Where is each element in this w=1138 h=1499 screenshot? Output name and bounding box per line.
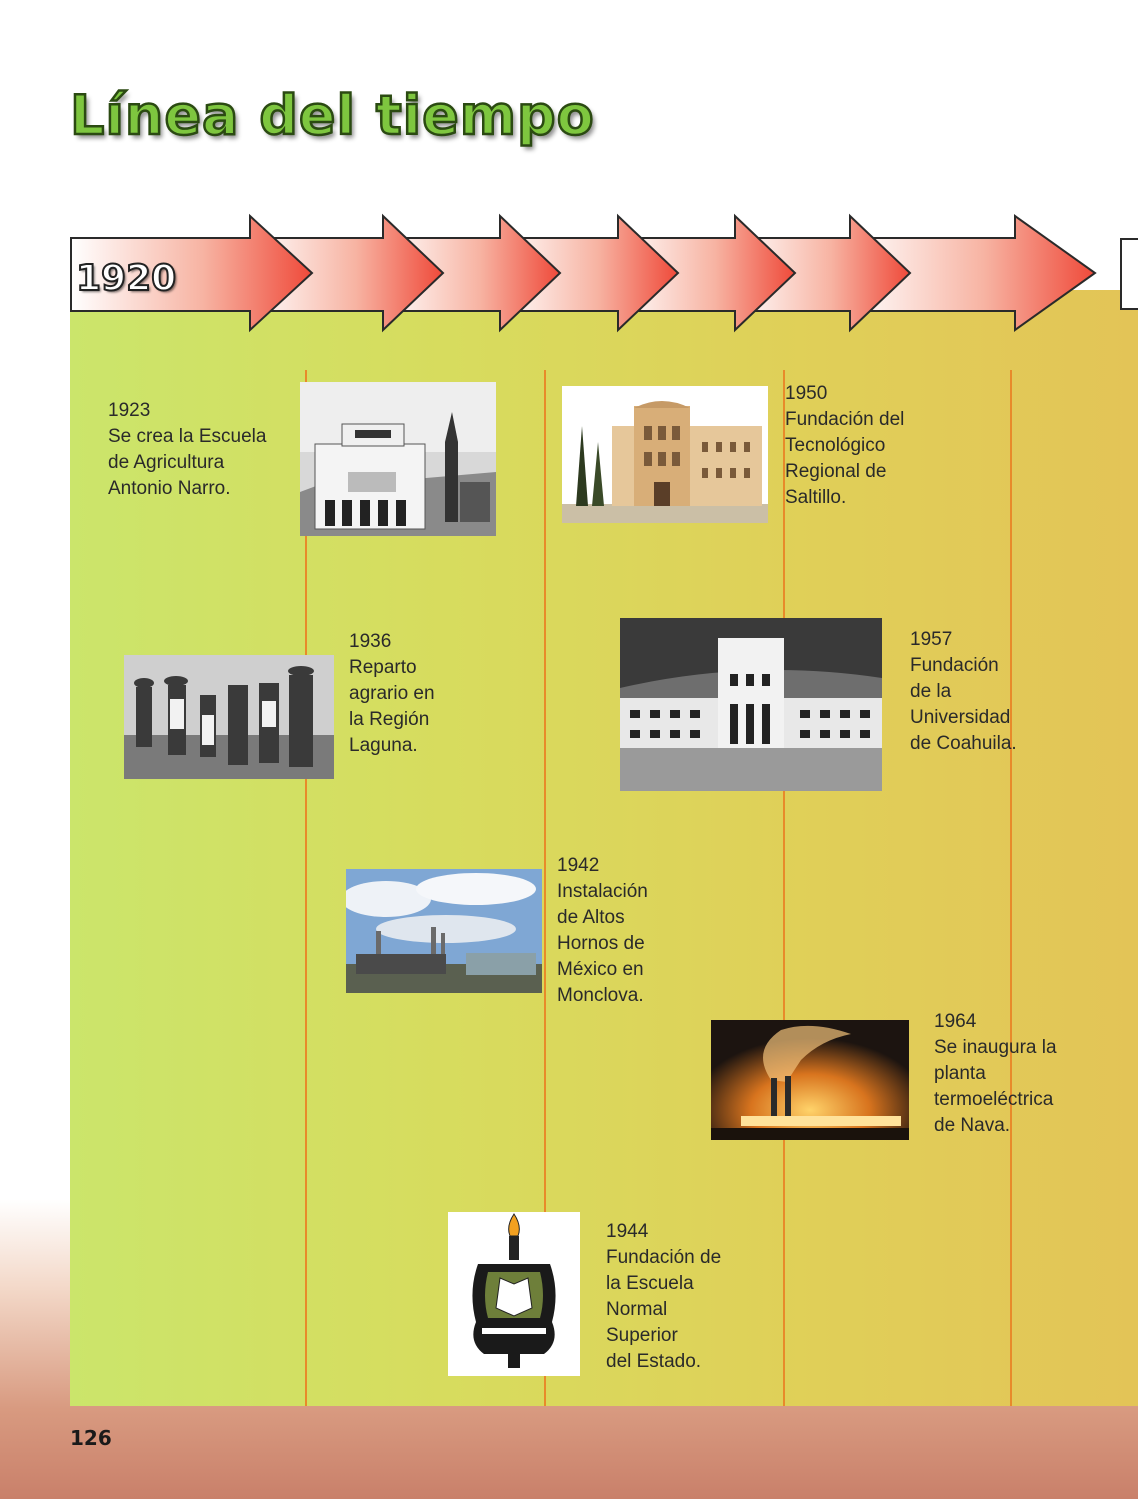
steel-plant-photo <box>346 869 542 993</box>
event-description: Instalación de Altos Hornos de México en… <box>557 881 648 1006</box>
start-year-label: 1920 <box>75 257 177 300</box>
event-description: Fundación de la Escuela Normal Superior … <box>606 1247 722 1372</box>
page-number: 126 <box>70 1426 112 1450</box>
school-building-photo <box>300 382 496 536</box>
event-1942: 1942 Instalación de Altos Hornos de Méxi… <box>557 853 648 1009</box>
arrow-segment <box>249 213 445 333</box>
event-description: Se inaugura la planta termoeléctrica de … <box>934 1037 1057 1136</box>
event-1936: 1936 Reparto agrario en la Región Laguna… <box>349 629 435 759</box>
event-description: Fundación del Tecnológico Regional de Sa… <box>785 409 905 508</box>
university-building-photo <box>620 618 882 791</box>
event-year: 1936 <box>349 631 392 652</box>
event-1950: 1950 Fundación del Tecnológico Regional … <box>785 381 904 511</box>
arrow-segment <box>499 213 680 333</box>
event-1964: 1964 Se inaugura la planta termoeléctric… <box>934 1009 1057 1139</box>
arrow-segment <box>70 213 314 333</box>
event-year: 1942 <box>557 855 600 876</box>
arrow-segment <box>382 213 562 333</box>
event-description: Reparto agrario en la Región Laguna. <box>349 657 435 756</box>
arrow-segment <box>849 214 1097 332</box>
event-description: Fundación de la Universidad de Coahuila. <box>910 655 1017 754</box>
event-1957: 1957 Fundación de la Universidad de Coah… <box>910 627 1017 757</box>
farmers-group-photo <box>124 655 334 779</box>
page-title: Línea del tiempo <box>69 83 595 149</box>
arrow-segment <box>617 213 797 333</box>
event-year: 1957 <box>910 629 953 650</box>
event-1944: 1944 Fundación de la Escuela Normal Supe… <box>606 1219 721 1375</box>
normal-school-emblem <box>448 1212 580 1376</box>
next-bar-edge <box>1120 238 1138 310</box>
event-year: 1964 <box>934 1011 977 1032</box>
timeline-divider <box>783 370 785 1406</box>
event-year: 1944 <box>606 1221 649 1242</box>
timeline-divider <box>544 370 546 1406</box>
event-description: Se crea la Escuela de Agricultura Antoni… <box>108 426 267 499</box>
event-year: 1923 <box>108 400 151 421</box>
timeline-divider <box>305 370 307 1406</box>
event-year: 1950 <box>785 383 828 404</box>
arrow-segment <box>734 213 912 333</box>
timeline-arrow-bar <box>70 213 1097 333</box>
event-1923: 1923 Se crea la Escuela de Agricultura A… <box>108 398 266 502</box>
tecnologico-building-photo <box>562 386 768 523</box>
power-plant-photo <box>711 1020 909 1140</box>
timeline-divider <box>1010 370 1012 1406</box>
